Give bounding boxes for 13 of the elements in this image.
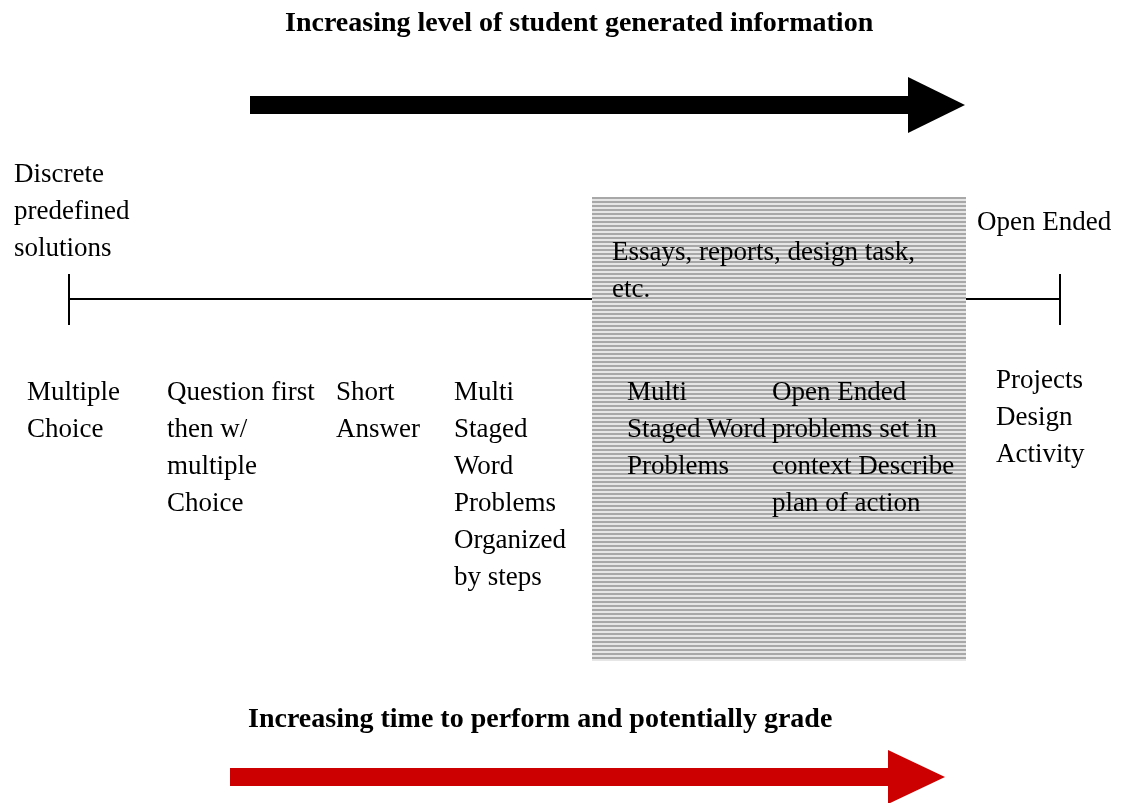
item-label: Projects Design Activity <box>996 363 1086 470</box>
box-heading: Essays, reports, design task, etc. <box>612 235 916 305</box>
item-label: Open Ended problems set in context Describe plan of action <box>772 375 956 519</box>
item-label: Question first then w/ multiple Choice <box>167 375 316 519</box>
heading: Increasing level of student generated information <box>285 6 874 38</box>
item-label: Multi Staged Word Problems Organized by steps <box>454 375 567 593</box>
heading: Increasing time to perform and potentially grade <box>248 701 834 735</box>
shaded-region <box>592 197 966 661</box>
item-label: Multi Staged Word Problems <box>627 375 767 482</box>
end-label: Discrete predefined solutions <box>14 157 131 264</box>
item-label: Multiple Choice <box>27 375 121 445</box>
end-label: Open Ended <box>977 205 1113 238</box>
item-label: Short Answer <box>336 375 421 445</box>
